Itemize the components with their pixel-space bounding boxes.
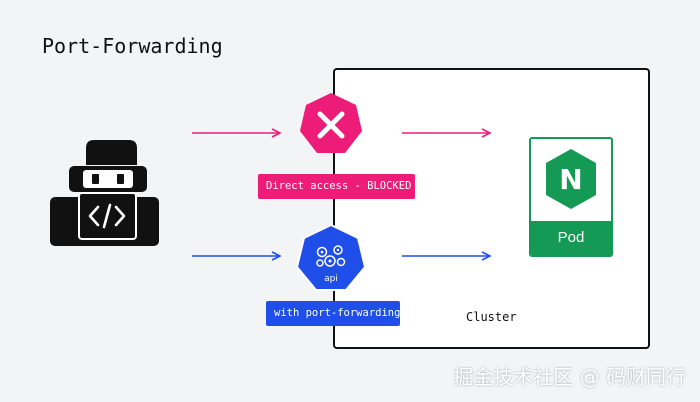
cluster-label: Cluster (466, 310, 517, 324)
port-forwarding-badge: with port-forwarding (266, 301, 400, 326)
pod-label: Pod (531, 221, 611, 255)
api-label: api (324, 274, 338, 284)
pod-card: N Pod (529, 137, 613, 257)
pod-logo-letter: N (559, 163, 582, 196)
watermark: 掘金技术社区 @ 码财同行 (453, 365, 686, 389)
developer-icon (50, 140, 159, 246)
nginx-icon: N (546, 149, 596, 209)
diagram-title: Port-Forwarding (42, 34, 223, 58)
kubernetes-api-icon (295, 223, 367, 291)
close-icon (300, 93, 362, 153)
blocked-badge: Direct access - BLOCKED (258, 174, 415, 199)
